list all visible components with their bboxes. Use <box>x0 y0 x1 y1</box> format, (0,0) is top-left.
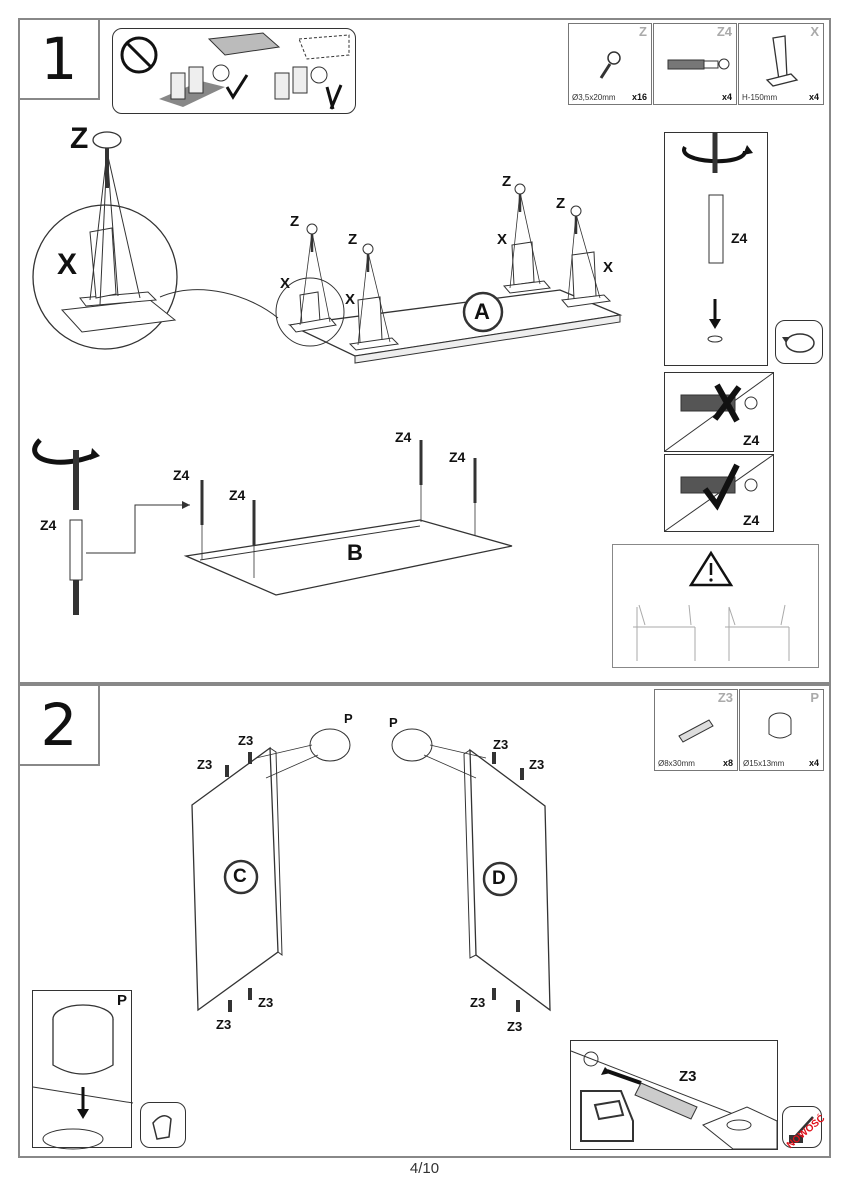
dowel-label: Z3 <box>679 1068 697 1085</box>
part-box-z4: Z4 x4 <box>653 23 737 105</box>
rotate-hint-icon <box>775 320 823 364</box>
part-box-z3: Z3 Ø8x30mm x8 <box>654 689 738 771</box>
bolt-label: Z4 <box>229 487 246 503</box>
leg-label: X <box>603 259 614 276</box>
bolt-label: Z4 <box>395 429 412 445</box>
bolt-label: Z4 <box>173 467 190 483</box>
step-number: 2 <box>20 686 100 766</box>
cross-mark-icon <box>664 372 774 452</box>
cam-label: P <box>344 711 353 726</box>
bolt-label: Z4 <box>731 230 748 246</box>
panel-b-label: B <box>347 540 363 565</box>
cam-lock-icon <box>768 712 792 739</box>
bolt-wrong-example: Z4 <box>664 372 774 452</box>
part-quantity: x16 <box>631 92 647 102</box>
leg-label: X <box>280 275 291 292</box>
leg-label: X <box>345 291 356 308</box>
screw-label: Z <box>502 173 512 190</box>
panel-c-label: C <box>233 866 247 887</box>
dowel-label: Z3 <box>507 1019 523 1034</box>
rotate-icon <box>782 333 815 353</box>
part-code: Z3 <box>717 690 733 705</box>
bolt-insertion-detail: Z4 <box>664 132 768 366</box>
cam-insertion-detail: P <box>32 990 134 1150</box>
floor-protection-instruction <box>112 28 356 114</box>
check-mark-icon <box>664 454 774 532</box>
panel-d-label: D <box>492 868 506 889</box>
leg-icon <box>765 35 799 87</box>
screw-label: Z <box>290 213 300 230</box>
screw-label: Z <box>556 195 566 212</box>
step-1-panel: 1 <box>18 18 831 684</box>
screw-label: Z <box>348 231 358 248</box>
leg-label: X <box>497 231 508 248</box>
part-box-x: X H-150mm x4 <box>738 23 824 105</box>
dowel-label: Z3 <box>493 737 509 752</box>
bolt-correct-example: Z4 <box>664 454 774 532</box>
part-code: P <box>810 690 819 705</box>
part-code: Z4 <box>716 24 732 39</box>
hammer-icon <box>789 1116 814 1143</box>
part-box-z: Z Ø3,5x20mm x16 <box>568 23 652 105</box>
bolt-label: Z4 <box>449 449 466 465</box>
finger-press-icon <box>152 1115 172 1140</box>
hammer-hint-icon <box>782 1106 822 1148</box>
step-2-panel: 2 <box>18 684 831 1158</box>
part-dimension: H-150mm <box>742 93 778 102</box>
panel-b-shape <box>183 519 513 596</box>
step-number: 1 <box>20 20 100 100</box>
page-number: 4/10 <box>409 1160 440 1177</box>
dowel-insertion-detail: Z3 <box>570 1040 778 1150</box>
part-quantity: x8 <box>722 758 733 768</box>
floor-protection-illustration <box>120 32 350 110</box>
step-1-illustration <box>32 131 623 615</box>
cam-insertion-illustration <box>32 1004 134 1150</box>
screw-icon <box>599 51 621 79</box>
leg-label: X <box>57 248 78 281</box>
dowel-label: Z3 <box>216 1017 232 1032</box>
part-quantity: x4 <box>721 92 732 102</box>
part-code: X <box>810 24 819 39</box>
dowel-label: Z3 <box>470 995 486 1010</box>
dowel-label: Z3 <box>258 995 274 1010</box>
warning-illustration <box>633 550 790 661</box>
cam-label: P <box>117 992 128 1009</box>
cam-label: P <box>389 715 398 730</box>
dowel-insertion-illustration <box>570 1050 778 1150</box>
dowel-label: Z3 <box>529 757 545 772</box>
panel-a-label: A <box>474 299 490 324</box>
part-quantity: x4 <box>808 758 819 768</box>
dowel-icon <box>678 719 714 743</box>
part-dimension: Ø15x13mm <box>743 759 785 768</box>
part-box-p: P Ø15x13mm x4 <box>739 689 824 771</box>
bolt-label: Z4 <box>743 512 760 528</box>
part-code: Z <box>639 24 647 39</box>
press-hint-icon <box>140 1102 186 1148</box>
dowel-label: Z3 <box>197 757 213 772</box>
part-dimension: Ø8x30mm <box>658 759 695 768</box>
part-dimension: Ø3,5x20mm <box>572 93 616 102</box>
screw-label: Z <box>70 122 89 155</box>
screwdriver-bolt-illustration <box>682 133 753 343</box>
warning-box <box>612 544 819 668</box>
dowel-label: Z3 <box>238 733 254 748</box>
confirmat-bolt-icon <box>667 58 730 70</box>
bolt-label: Z4 <box>40 517 57 533</box>
bolt-label: Z4 <box>743 432 760 448</box>
part-quantity: x4 <box>808 92 819 102</box>
